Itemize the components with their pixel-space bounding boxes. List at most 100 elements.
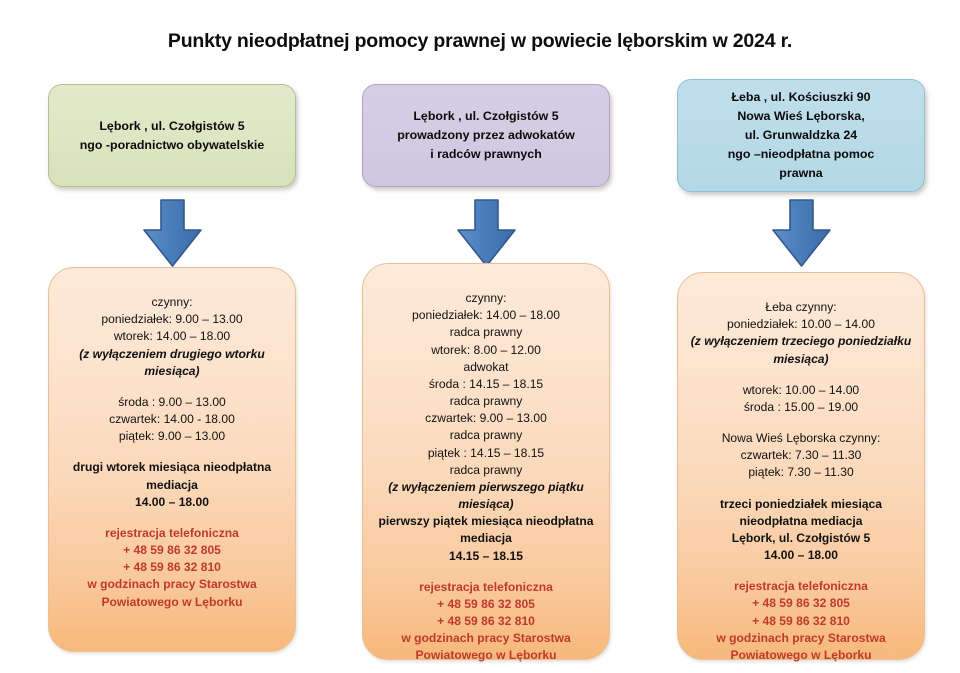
schedule-line: + 48 59 86 32 805 xyxy=(752,596,850,611)
schedule-line: (z wyłączeniem trzeciego poniedziałku xyxy=(690,334,912,349)
schedule-group: drugi wtorek miesiąca nieodpłatna mediacj… xyxy=(59,459,285,511)
schedule-line: poniedziałek: 9.00 – 13.00 xyxy=(101,312,243,327)
schedule-group: Nowa Wieś Lęborska czynny: czwartek: 7.30… xyxy=(688,430,914,482)
group-spacer xyxy=(59,445,285,459)
schedule-group: środa : 9.00 – 13.00 czwartek: 14.00 - 18… xyxy=(59,394,285,446)
schedule-panel-2: czynny: poniedziałek: 14.00 – 18.00 radca … xyxy=(362,263,610,662)
schedule-line: Powiatowego w Lęborku xyxy=(101,594,243,609)
arrow-down-icon xyxy=(125,198,220,270)
schedule-line: czwartek: 9.00 – 13.00 xyxy=(425,411,547,426)
schedule-panel-3-content: Łeba czynny: poniedziałek: 10.00 – 14.00 (… xyxy=(688,299,914,664)
schedule-panel-1-content: czynny: poniedziałek: 9.00 – 13.00 wtorek:… xyxy=(59,294,285,611)
schedule-group: rejestracja telefoniczna + 48 59 86 32 80… xyxy=(688,578,914,664)
schedule-line: radca prawny xyxy=(449,428,523,443)
group-spacer xyxy=(59,511,285,525)
header-box-3-lines: Łeba , ul. Kościuszki 90 Nowa Wieś Lębors… xyxy=(688,88,914,182)
schedule-line: poniedziałek: 10.00 – 14.00 xyxy=(727,317,875,332)
header-box-3: Łeba , ul. Kościuszki 90 Nowa Wieś Lębors… xyxy=(677,79,925,192)
schedule-line: środa : 15.00 – 19.00 xyxy=(743,399,859,414)
schedule-line: Lębork, ul. Czołgistów 5 xyxy=(731,530,871,545)
schedule-line: piątek: 7.30 – 11.30 xyxy=(748,465,854,480)
schedule-line: + 48 59 86 32 805 xyxy=(123,543,221,558)
schedule-group: czynny: poniedziałek: 9.00 – 13.00 wtorek:… xyxy=(59,294,285,380)
schedule-line: środa : 9.00 – 13.00 xyxy=(118,394,226,409)
schedule-line: wtorek: 10.00 – 14.00 xyxy=(742,382,860,397)
schedule-line: piątek : 14.15 – 18.15 xyxy=(427,445,545,460)
schedule-line: Powiatowego w Lęborku xyxy=(415,648,557,663)
schedule-line: czynny: xyxy=(151,295,193,309)
header-line: ngo -poradnictwo obywatelskie xyxy=(79,137,265,152)
schedule-line: rejestracja telefoniczna xyxy=(419,579,553,594)
schedule-line: piątek: 9.00 – 13.00 xyxy=(118,429,226,444)
schedule-line: w godzinach pracy Starostwa xyxy=(87,577,257,592)
schedule-line: + 48 59 86 32 805 xyxy=(437,596,535,611)
schedule-line: czwartek: 7.30 – 11.30 xyxy=(740,448,862,463)
schedule-line: czynny: xyxy=(465,291,507,305)
schedule-line: pierwszy piątek miesiąca nieodpłatna xyxy=(378,514,594,529)
schedule-line: w godzinach pracy Starostwa xyxy=(716,630,886,645)
page-title: Punkty nieodpłatnej pomocy prawnej w pow… xyxy=(167,30,793,52)
schedule-line: w godzinach pracy Starostwa xyxy=(401,631,571,646)
header-line: Łeba , ul. Kościuszki 90 xyxy=(731,90,871,105)
schedule-panel-3: Łeba czynny: poniedziałek: 10.00 – 14.00 (… xyxy=(677,272,925,662)
schedule-line: czwartek: 14.00 - 18.00 xyxy=(109,412,235,427)
group-spacer xyxy=(59,380,285,394)
schedule-line: miesiąca) xyxy=(144,363,200,378)
schedule-line: miesiąca) xyxy=(458,497,514,512)
schedule-line: rejestracja telefoniczna xyxy=(105,525,239,540)
schedule-group: trzeci poniedziałek miesiąca nieodpłatna … xyxy=(688,496,914,565)
header-line: ul. Grunwaldzka 24 xyxy=(744,128,858,143)
schedule-line: wtorek: 14.00 – 18.00 xyxy=(113,329,231,344)
schedule-line: mediacja xyxy=(460,531,512,546)
group-spacer xyxy=(688,416,914,430)
header-box-1: Lębork , ul. Czołgistów 5 ngo -poradnictw… xyxy=(48,84,296,187)
group-spacer xyxy=(688,368,914,382)
schedule-line: drugi wtorek miesiąca nieodpłatna xyxy=(72,460,272,475)
schedule-line: 14.00 – 18.00 xyxy=(135,494,209,509)
schedule-line: Nowa Wieś Lęborska czynny: xyxy=(721,431,881,446)
schedule-line: (z wyłączeniem pierwszego piątku xyxy=(388,479,584,494)
schedule-panel-1: czynny: poniedziałek: 9.00 – 13.00 wtorek:… xyxy=(48,267,296,652)
schedule-group: wtorek: 10.00 – 14.00 środa : 15.00 – 19.… xyxy=(688,382,914,416)
schedule-line: Łeba czynny: xyxy=(765,300,837,314)
schedule-line: (z wyłączeniem drugiego wtorku xyxy=(79,346,265,361)
schedule-line: środa : 14.15 – 18.15 xyxy=(428,376,544,391)
schedule-line: radca prawny xyxy=(449,394,523,409)
schedule-line: + 48 59 86 32 810 xyxy=(437,614,535,629)
schedule-line: wtorek: 8.00 – 12.00 xyxy=(431,342,541,357)
schedule-group: Łeba czynny: poniedziałek: 10.00 – 14.00 (… xyxy=(688,299,914,368)
schedule-line: poniedziałek: 14.00 – 18.00 xyxy=(412,308,560,323)
schedule-line: trzeci poniedziałek miesiąca xyxy=(720,496,882,511)
schedule-group: rejestracja telefoniczna + 48 59 86 32 80… xyxy=(59,525,285,611)
schedule-line: adwokat xyxy=(463,359,509,374)
schedule-line: + 48 59 86 32 810 xyxy=(752,613,850,628)
group-spacer xyxy=(688,482,914,496)
schedule-line: radca prawny xyxy=(449,325,523,340)
header-line: Lębork , ul. Czołgistów 5 xyxy=(413,109,559,124)
schedule-line: 14.00 – 18.00 xyxy=(764,548,838,563)
header-box-1-lines: Lębork , ul. Czołgistów 5 ngo -poradnictw… xyxy=(59,117,285,155)
schedule-line: nieodpłatna mediacja xyxy=(739,513,863,528)
header-line: ngo –nieodpłatna pomoc xyxy=(727,146,875,161)
header-line: Lębork , ul. Czołgistów 5 xyxy=(99,118,245,133)
schedule-line: + 48 59 86 32 810 xyxy=(123,560,221,575)
header-line: Nowa Wieś Lęborska, xyxy=(737,109,865,124)
schedule-line: radca prawny xyxy=(449,462,523,477)
header-line: i radców prawnych xyxy=(430,146,542,161)
schedule-line: rejestracja telefoniczna xyxy=(734,579,868,594)
schedule-group: rejestracja telefoniczna + 48 59 86 32 80… xyxy=(373,579,599,665)
group-spacer xyxy=(688,564,914,578)
arrow-down-icon xyxy=(439,198,534,270)
schedule-line: 14.15 – 18.15 xyxy=(449,548,523,563)
schedule-panel-2-content: czynny: poniedziałek: 14.00 – 18.00 radca … xyxy=(373,290,599,665)
header-line: prawna xyxy=(779,165,823,180)
group-spacer xyxy=(373,565,599,579)
schedule-line: Powiatowego w Lęborku xyxy=(730,647,872,662)
schedule-group: czynny: poniedziałek: 14.00 – 18.00 radca … xyxy=(373,290,599,565)
arrow-down-icon xyxy=(754,198,849,270)
schedule-line: miesiąca) xyxy=(773,351,829,366)
schedule-line: mediacja xyxy=(146,477,198,492)
